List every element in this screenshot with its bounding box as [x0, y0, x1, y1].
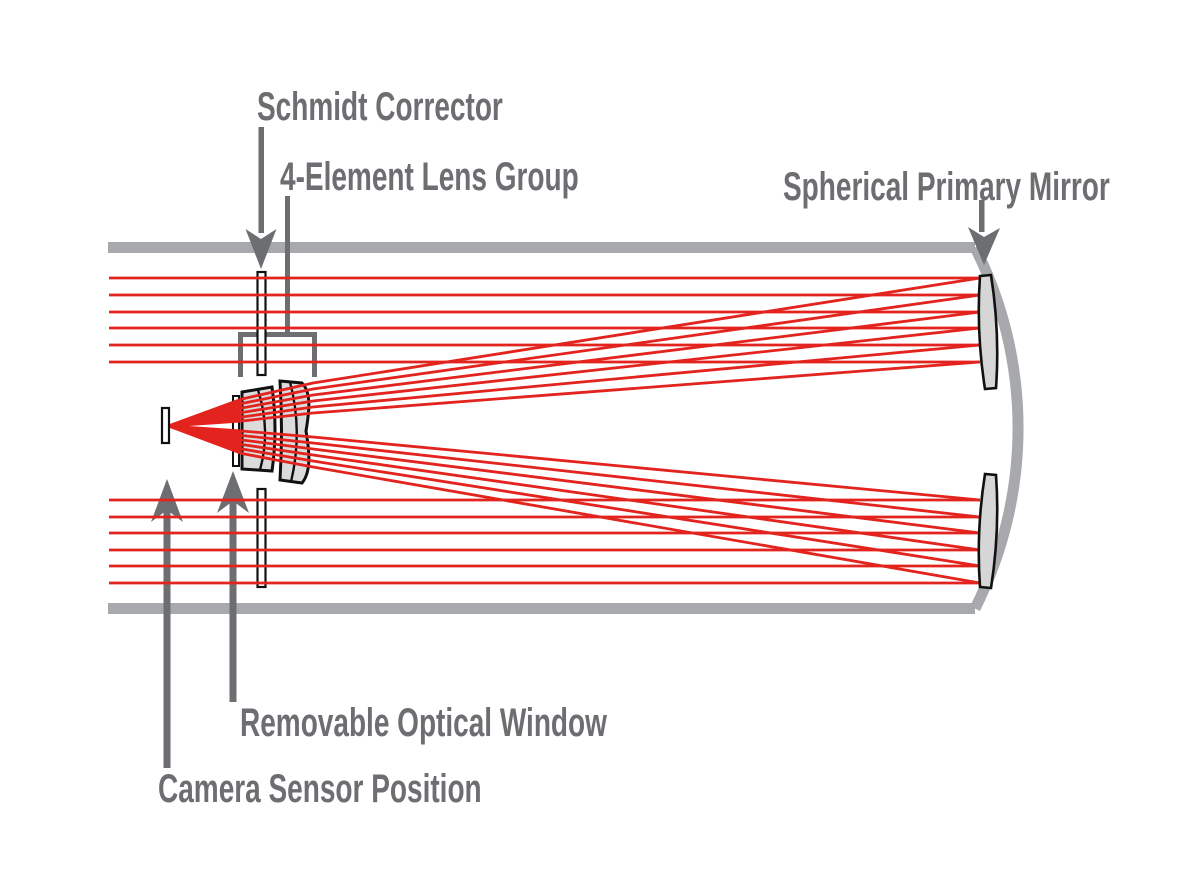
tube-top-wall — [108, 242, 975, 253]
tube-bottom-wall — [108, 603, 975, 614]
schmidt-corrector-upper — [256, 270, 267, 377]
ray-traces — [109, 276, 981, 585]
foreground-elements — [160, 273, 999, 590]
optical-window-arrow-icon — [217, 471, 249, 702]
annotations — [151, 127, 1000, 768]
label-camera-sensor: Camera Sensor Position — [158, 767, 482, 811]
primary-mirror-lower — [977, 472, 999, 590]
ray — [168, 426, 242, 455]
label-schmidt-corrector: Schmidt Corrector — [257, 85, 503, 129]
lens-group-bracket — [238, 332, 317, 377]
primary-mirror-arrow-icon — [968, 200, 1000, 265]
schmidt-corrector-lower — [256, 487, 267, 589]
lens-doublet-1-cement-line — [256, 389, 267, 471]
schmidt-corrector-arrow-icon — [245, 127, 277, 269]
label-optical-window: Removable Optical Window — [240, 701, 607, 745]
ray — [168, 398, 242, 426]
lens-group-pointer-line — [285, 196, 290, 334]
label-lens-group: 4-Element Lens Group — [280, 155, 579, 199]
label-primary-mirror: Spherical Primary Mirror — [783, 165, 1110, 209]
camera-sensor — [160, 406, 171, 445]
primary-mirror-upper — [977, 273, 999, 391]
camera-sensor-arrow-icon — [151, 479, 183, 768]
optical-elements — [232, 270, 311, 589]
